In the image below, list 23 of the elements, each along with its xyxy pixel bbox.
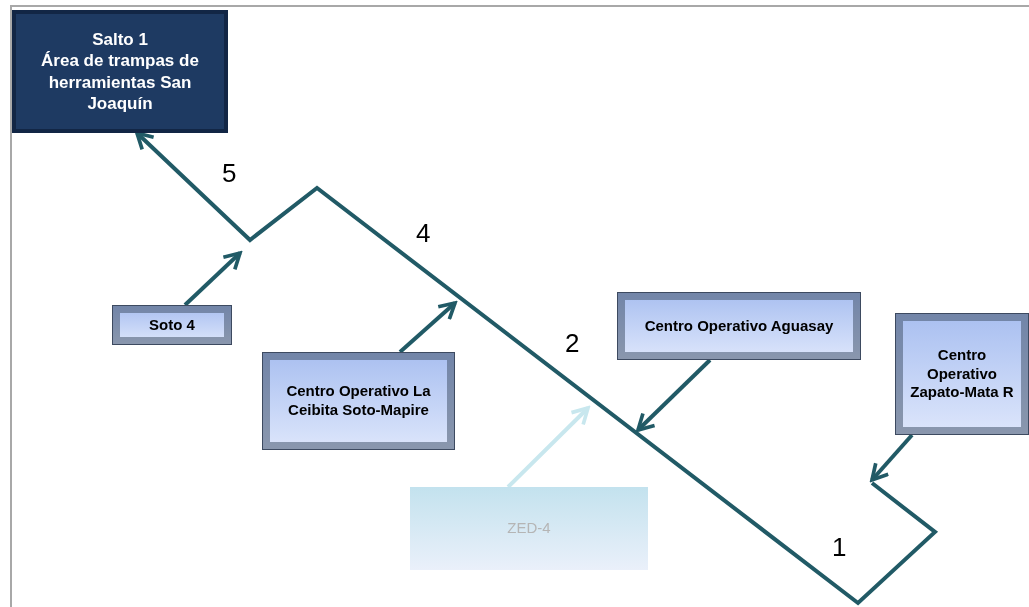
box-text: Centro Operativo Zapato-Mata R <box>909 345 1015 403</box>
box-text: Área de trampas de herramientas San Joaquín <box>40 50 200 114</box>
arrow <box>506 406 590 489</box>
process-box <box>12 10 228 133</box>
box-heading: Salto 1 <box>92 29 148 51</box>
process-box <box>617 292 861 360</box>
process-box <box>262 352 455 450</box>
box-text: Centro Operativo Aguasay <box>644 316 834 336</box>
step-number: 2 <box>565 330 580 356</box>
step-number: 1 <box>832 534 847 560</box>
arrow <box>183 251 242 307</box>
process-box <box>112 305 232 345</box>
box-text: Soto 4 <box>149 315 195 335</box>
process-box <box>410 487 648 570</box>
arrow <box>135 131 939 606</box>
box-text: ZED-4 <box>507 519 551 538</box>
process-box <box>895 313 1029 435</box>
step-number: 4 <box>416 220 431 246</box>
step-number: 5 <box>222 160 237 186</box>
box-text: Centro Operativo La Ceibita Soto-Mapire <box>285 382 432 420</box>
arrow <box>398 301 457 354</box>
arrow <box>870 433 914 482</box>
arrow <box>636 358 712 432</box>
